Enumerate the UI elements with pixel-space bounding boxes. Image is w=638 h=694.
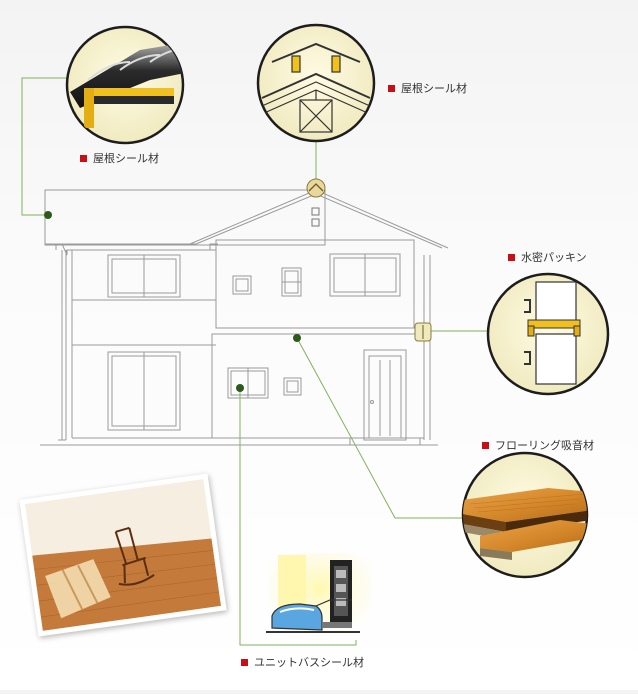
leader-dots: [44, 211, 301, 392]
callout-watertight-packing: [486, 272, 610, 396]
label-flooring-sound: フローリング吸音材: [482, 437, 594, 453]
leader-unitbath: [239, 388, 357, 646]
house-elevation: [40, 189, 449, 446]
callout-roof-seal-top: [256, 23, 376, 143]
marker-square: [80, 154, 87, 162]
callout-roof-seal-left: [65, 25, 185, 145]
label-roof-seal-left: 屋根シール材: [80, 150, 159, 166]
label-unit-bath-seal: ユニットバスシール材: [241, 654, 364, 670]
ridge-spot: [306, 178, 326, 198]
second-floor-wall: [215, 239, 415, 329]
marker-square: [241, 658, 248, 666]
lower-roof: [44, 189, 326, 246]
callout-flooring: [461, 451, 589, 579]
marker-square: [508, 253, 515, 261]
room-photo: [19, 473, 227, 637]
leader-roof-left: [21, 77, 67, 216]
window: [232, 275, 252, 295]
window: [283, 377, 302, 396]
label-roof-seal-top: 屋根シール材: [388, 80, 467, 96]
leader-lines: [21, 77, 488, 646]
callout-unit-bath: [266, 553, 372, 641]
leader-flooring: [296, 337, 463, 519]
door: [363, 349, 407, 441]
marker-square: [388, 84, 395, 92]
label-watertight-packing: 水密パッキン: [508, 249, 587, 265]
marker-square: [482, 441, 489, 449]
room-photo-image: [24, 479, 222, 631]
